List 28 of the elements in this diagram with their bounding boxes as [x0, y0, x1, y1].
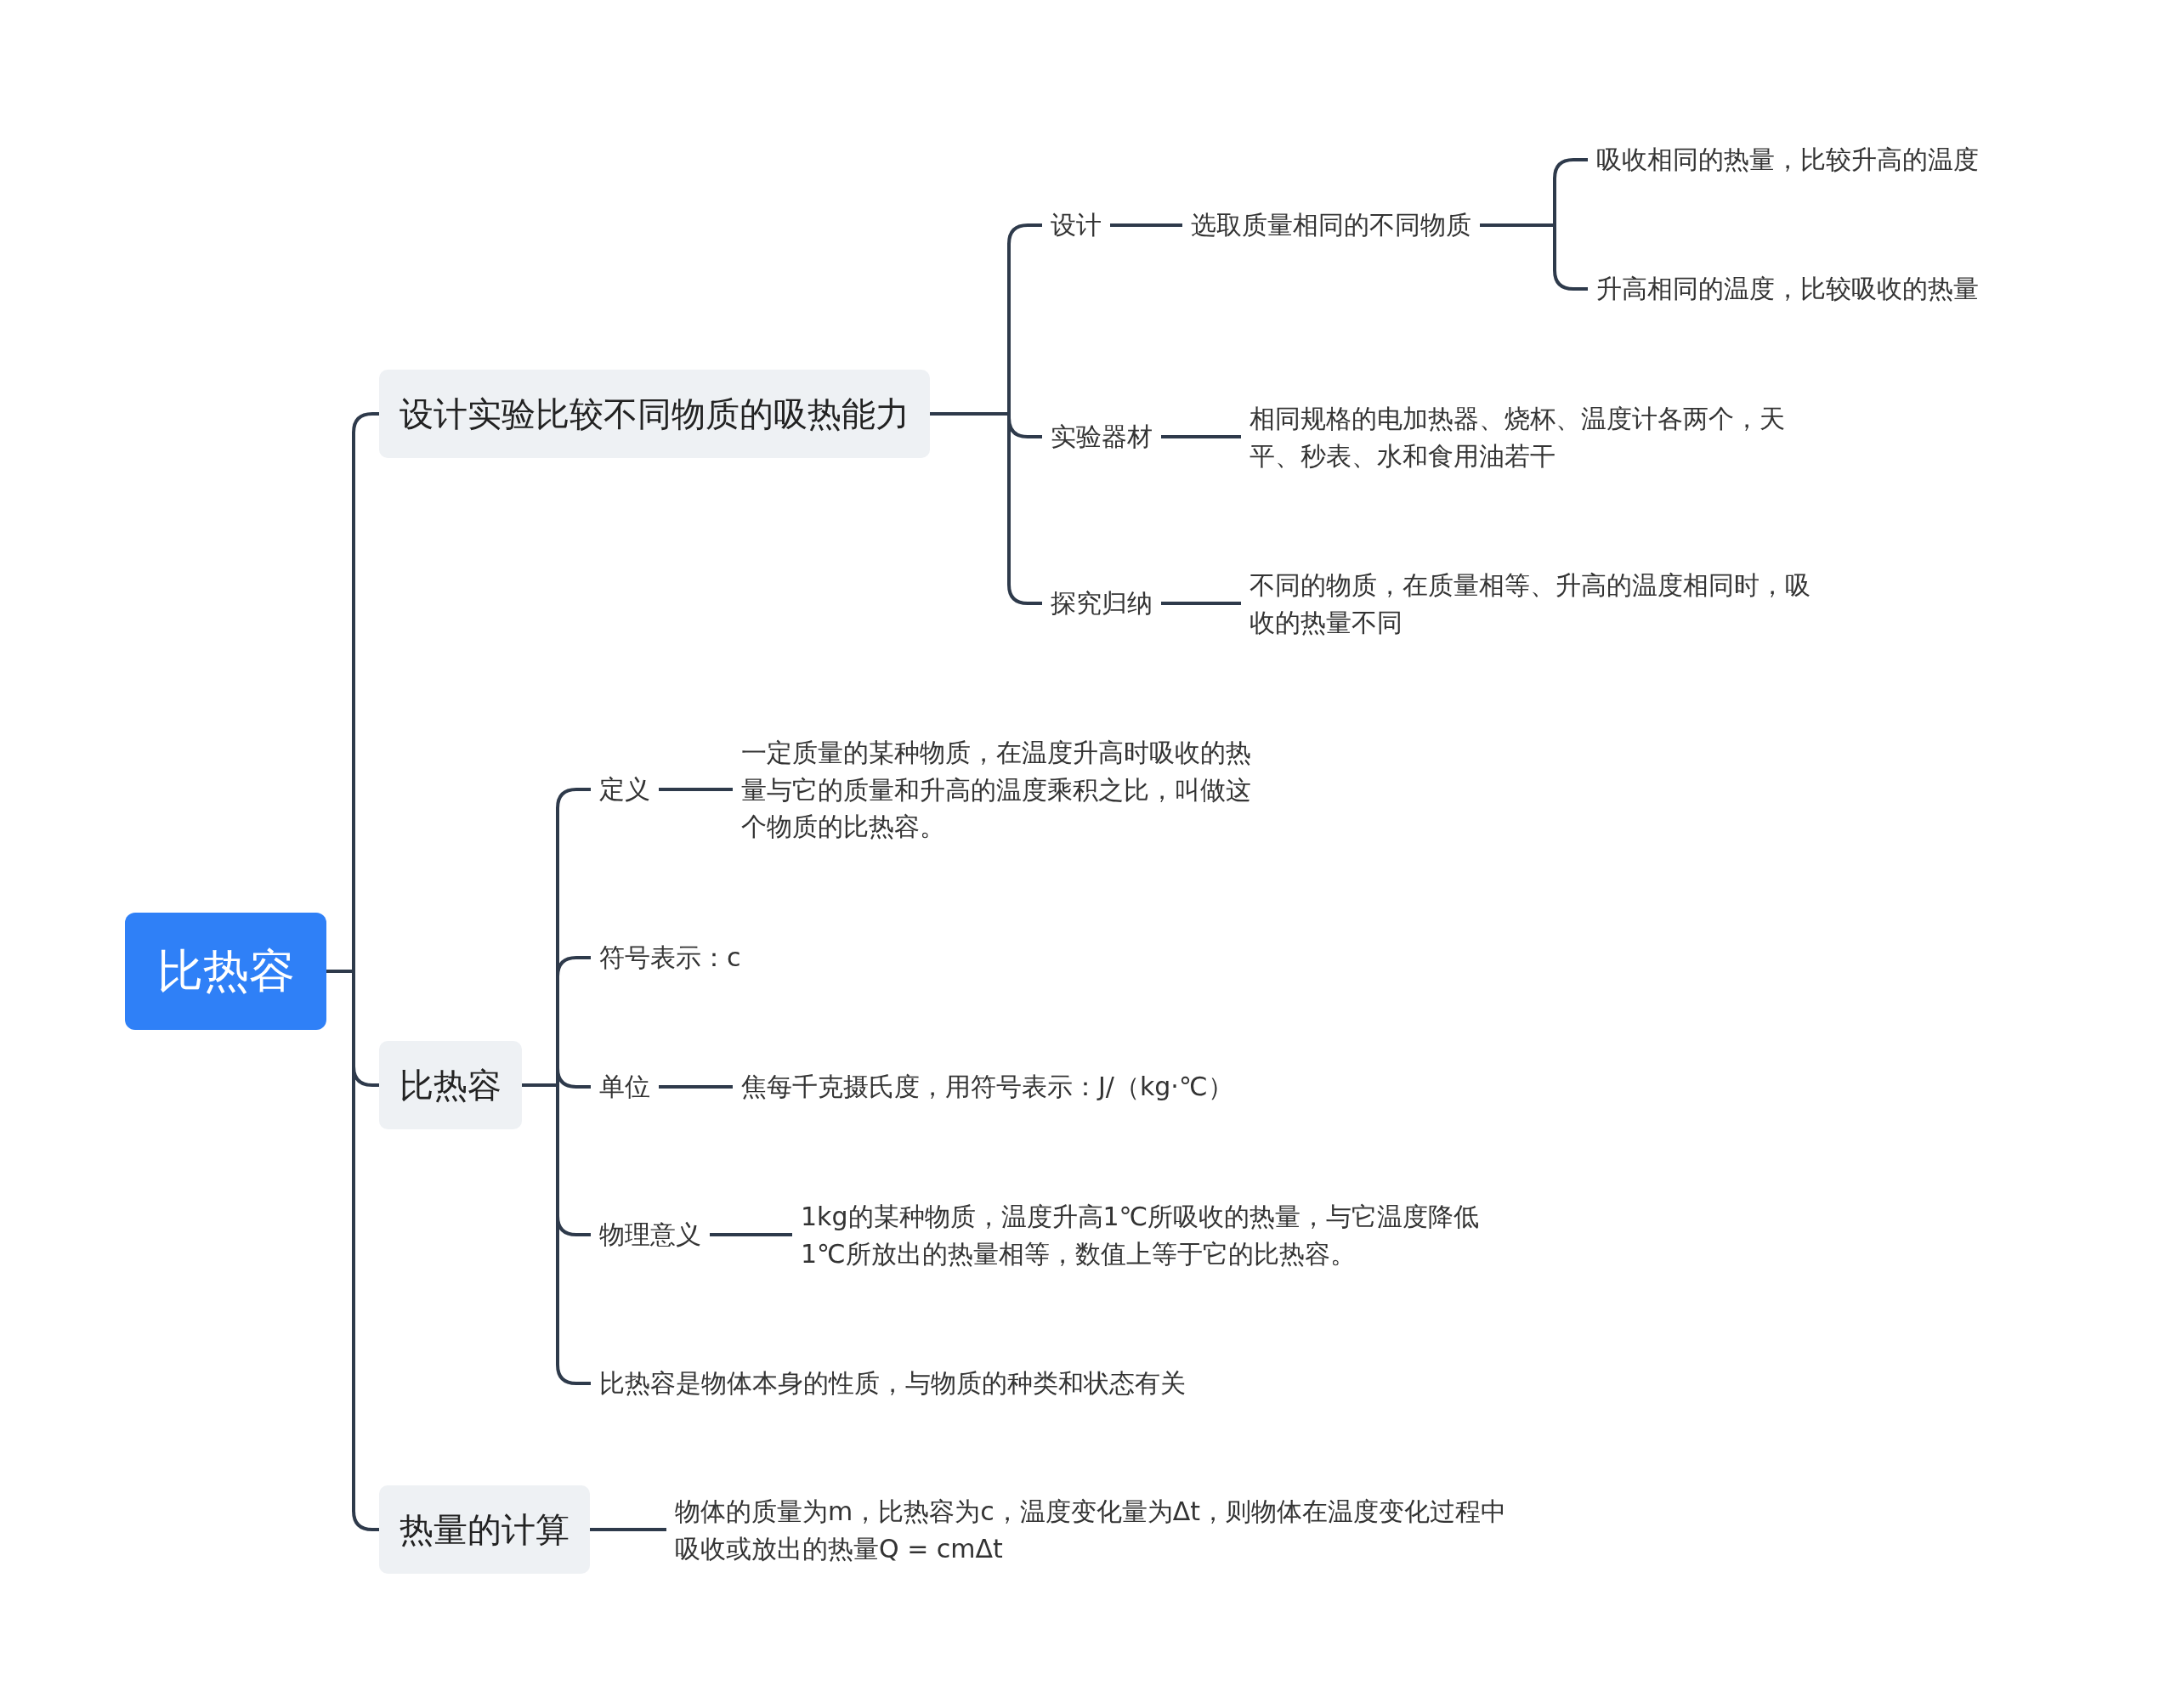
branch-label: 物理意义 — [591, 1216, 710, 1253]
branch-label: 吸收相同的热量，比较升高的温度 — [1588, 141, 1987, 178]
note-text: 1kg的某种物质，温度升高1℃所吸收的热量，与它温度降低1℃所放出的热量相等，数值上等于它的比热容。 — [792, 1197, 1523, 1272]
topic-box: 热量的计算 — [379, 1485, 590, 1574]
connector-line — [659, 1085, 733, 1089]
connector-line — [659, 788, 733, 791]
connector-line — [1110, 223, 1182, 227]
central-topic-box: 比热容 — [125, 913, 326, 1030]
connector-line — [1161, 435, 1241, 438]
connector-line — [710, 1233, 792, 1236]
note-text: 一定质量的某种物质，在温度升高时吸收的热量与它的质量和升高的温度乘积之比，叫做这个物质的比热容。 — [733, 733, 1277, 846]
branch-label: 定义 — [591, 771, 659, 808]
branch-label: 单位 — [591, 1068, 659, 1106]
note-text: 不同的物质，在质量相等、升高的温度相同时，吸收的热量不同 — [1241, 566, 1836, 641]
branch-label: 符号表示：c — [591, 939, 750, 976]
branch-label: 实验器材 — [1042, 418, 1161, 455]
topic-box: 设计实验比较不同物质的吸热能力 — [379, 370, 930, 458]
connector-line — [1161, 602, 1241, 605]
note-text: 相同规格的电加热器、烧杯、温度计各两个，天平、秒表、水和食用油若干 — [1241, 399, 1794, 474]
branch-label: 选取质量相同的不同物质 — [1182, 206, 1480, 244]
branch-label: 探究归纳 — [1042, 585, 1161, 622]
branch-label: 设计 — [1042, 206, 1110, 244]
branch-label: 比热容是物体本身的性质，与物质的种类和状态有关 — [591, 1365, 1194, 1402]
branch-label: 升高相同的温度，比较吸收的热量 — [1588, 270, 1987, 308]
connector-line — [590, 1528, 666, 1531]
topic-box: 比热容 — [379, 1041, 522, 1129]
note-text: 物体的质量为m，比热容为c，温度变化量为Δt，则物体在温度变化过程中吸收或放出的热量Q = cmΔt — [666, 1492, 1516, 1567]
branch-label: 焦每千克摄氏度，用符号表示：J/（kg·℃） — [733, 1068, 1242, 1106]
